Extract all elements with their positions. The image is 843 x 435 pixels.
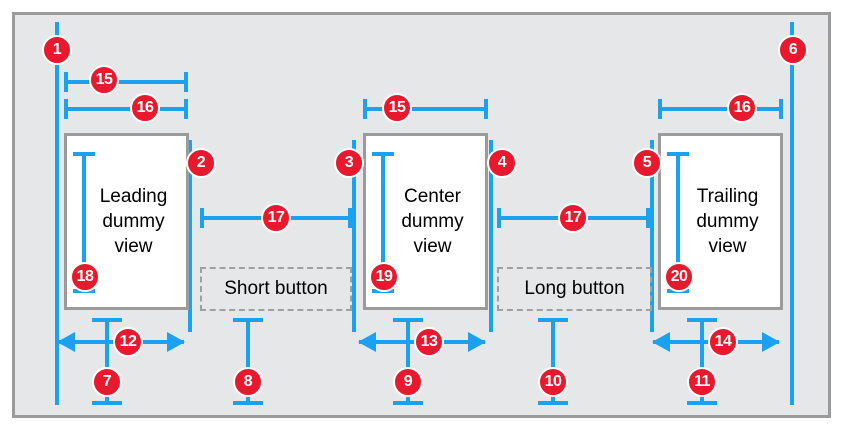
- leading-dummy-view-label: Leading dummy view: [99, 186, 168, 257]
- callout-badge-1[interactable]: 1: [42, 35, 72, 65]
- callout-badge-9-label: 9: [403, 373, 413, 390]
- callout-badge-17-left[interactable]: 17: [261, 203, 291, 233]
- callout-badge-6[interactable]: 6: [778, 35, 808, 65]
- dimension-tick-11: [687, 318, 717, 405]
- callout-badge-20[interactable]: 20: [664, 262, 694, 292]
- callout-badge-18[interactable]: 18: [70, 262, 100, 292]
- arrow-left-icon: [57, 332, 75, 352]
- long-button[interactable]: Long button: [497, 267, 652, 311]
- callout-badge-16-right-label: 16: [733, 99, 751, 116]
- callout-badge-19-label: 19: [375, 268, 393, 285]
- callout-badge-16-right[interactable]: 16: [727, 93, 757, 123]
- callout-badge-3[interactable]: 3: [334, 148, 364, 178]
- guide-line-2-leading-trailing: [188, 140, 192, 332]
- callout-badge-7-label: 7: [102, 373, 112, 390]
- callout-badge-15-center[interactable]: 15: [382, 93, 412, 123]
- short-button-label: Short button: [224, 278, 328, 299]
- arrow-left-icon: [358, 332, 376, 352]
- callout-badge-20-label: 20: [670, 268, 688, 285]
- trailing-dummy-view-label: Trailing dummy view: [696, 186, 759, 257]
- callout-badge-2[interactable]: 2: [186, 148, 216, 178]
- callout-badge-14[interactable]: 14: [708, 327, 738, 357]
- callout-badge-12-label: 12: [119, 333, 137, 350]
- callout-badge-17-left-label: 17: [267, 209, 285, 226]
- callout-badge-16-left-label: 16: [136, 99, 154, 116]
- callout-badge-15-center-label: 15: [388, 99, 406, 116]
- callout-badge-6-label: 6: [788, 41, 798, 58]
- callout-badge-13[interactable]: 13: [414, 327, 444, 357]
- arrow-right-icon: [762, 332, 780, 352]
- dimension-tick-7: [92, 318, 122, 405]
- arrow-left-icon: [652, 332, 670, 352]
- arrow-right-icon: [468, 332, 486, 352]
- guide-line-4-center-trailing: [489, 140, 493, 332]
- callout-badge-15-left[interactable]: 15: [89, 65, 119, 95]
- long-button-label: Long button: [524, 278, 625, 299]
- short-button[interactable]: Short button: [200, 267, 352, 311]
- dimension-tick-8: [233, 318, 263, 405]
- dimension-tick-9: [393, 318, 423, 405]
- callout-badge-17-right[interactable]: 17: [558, 203, 588, 233]
- callout-badge-4[interactable]: 4: [487, 148, 517, 178]
- callout-badge-8-label: 8: [243, 373, 253, 390]
- callout-badge-2-label: 2: [196, 154, 206, 171]
- callout-badge-12[interactable]: 12: [113, 327, 143, 357]
- callout-badge-11[interactable]: 11: [687, 367, 717, 397]
- callout-badge-16-left[interactable]: 16: [130, 93, 160, 123]
- guide-line-6-trailing-margin: [790, 22, 794, 405]
- dimension-bar-16-left: [64, 99, 188, 119]
- callout-badge-4-label: 4: [497, 154, 507, 171]
- callout-badge-17-right-label: 17: [564, 209, 582, 226]
- callout-badge-19[interactable]: 19: [369, 262, 399, 292]
- callout-badge-15-left-label: 15: [95, 71, 113, 88]
- dimension-tick-10: [538, 318, 568, 405]
- callout-badge-11-label: 11: [694, 373, 710, 390]
- callout-badge-18-label: 18: [76, 268, 94, 285]
- guide-line-1-leading-margin: [55, 22, 59, 405]
- callout-badge-10-label: 10: [544, 373, 562, 390]
- arrow-right-icon: [167, 332, 185, 352]
- center-dummy-view-label: Center dummy view: [401, 186, 464, 257]
- dimension-bar-15-center: [363, 99, 488, 119]
- guide-line-5-trailing-leading: [650, 140, 654, 332]
- callout-badge-13-label: 13: [420, 333, 438, 350]
- callout-badge-3-label: 3: [344, 154, 354, 171]
- callout-badge-10[interactable]: 10: [538, 367, 568, 397]
- callout-badge-9[interactable]: 9: [393, 367, 423, 397]
- callout-badge-7[interactable]: 7: [92, 367, 122, 397]
- callout-badge-1-label: 1: [52, 41, 62, 58]
- guide-line-3-center-leading: [352, 140, 356, 332]
- callout-badge-5-label: 5: [642, 154, 652, 171]
- callout-badge-5[interactable]: 5: [632, 148, 662, 178]
- callout-badge-8[interactable]: 8: [233, 367, 263, 397]
- callout-badge-14-label: 14: [714, 333, 732, 350]
- dimension-bar-15-left: [64, 72, 188, 92]
- dimension-bar-16-right: [658, 99, 783, 119]
